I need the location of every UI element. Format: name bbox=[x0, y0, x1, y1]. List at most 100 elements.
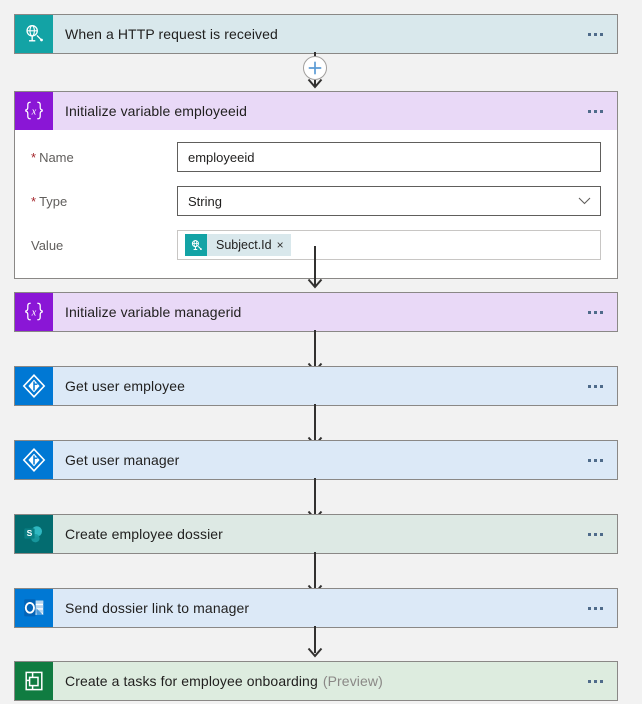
card-title: Create employee dossier bbox=[53, 515, 573, 553]
field-label-value: Value bbox=[31, 238, 177, 253]
card-header[interactable]: When a HTTP request is received bbox=[15, 15, 617, 53]
card-overflow-menu-button[interactable] bbox=[573, 662, 617, 700]
card-header[interactable]: x Initialize variable employeeid bbox=[15, 92, 617, 130]
name-input-value: employeeid bbox=[188, 149, 255, 165]
connector-arrow bbox=[305, 645, 325, 658]
workflow-node-send-dossier-link-to-manager[interactable]: Send dossier link to manager bbox=[14, 588, 618, 628]
menu-dot bbox=[599, 310, 603, 314]
workflow-node-initialize-variable-managerid[interactable]: x Initialize variable managerid bbox=[14, 292, 618, 332]
type-select[interactable]: String bbox=[177, 186, 601, 216]
connector-line bbox=[314, 404, 316, 444]
token-remove-icon[interactable]: × bbox=[276, 238, 284, 252]
card-title: Initialize variable managerid bbox=[53, 293, 573, 331]
menu-dot bbox=[587, 606, 591, 610]
http-request-icon bbox=[15, 15, 53, 53]
card-header[interactable]: S Create employee dossier bbox=[15, 515, 617, 553]
svg-text:x: x bbox=[31, 308, 37, 319]
azure-ad-icon bbox=[15, 367, 53, 405]
connector-arrow bbox=[305, 276, 325, 289]
menu-dot bbox=[599, 458, 603, 462]
menu-dot bbox=[593, 32, 597, 36]
menu-dot bbox=[593, 310, 597, 314]
card-title-text: Create a tasks for employee onboarding bbox=[65, 673, 318, 689]
menu-dot bbox=[599, 679, 603, 683]
connector-line bbox=[314, 80, 316, 86]
menu-dot bbox=[587, 458, 591, 462]
card-overflow-menu-button[interactable] bbox=[573, 15, 617, 53]
field-label-text: Type bbox=[39, 193, 68, 209]
menu-dot bbox=[593, 458, 597, 462]
token-label: Subject.Id bbox=[216, 238, 272, 252]
menu-dot bbox=[593, 384, 597, 388]
menu-dot bbox=[593, 532, 597, 536]
menu-dot bbox=[587, 310, 591, 314]
menu-dot bbox=[587, 32, 591, 36]
card-title-text: Get user manager bbox=[65, 452, 180, 468]
card-body: *Name employeeid *Type String bbox=[15, 130, 617, 278]
card-title-text: Initialize variable managerid bbox=[65, 304, 242, 320]
planner-icon bbox=[15, 662, 53, 700]
menu-dot bbox=[593, 679, 597, 683]
variable-icon: x bbox=[15, 293, 53, 331]
card-header[interactable]: Get user employee bbox=[15, 367, 617, 405]
azure-ad-icon bbox=[15, 441, 53, 479]
workflow-node-create-tasks-for-employee-onboarding[interactable]: Create a tasks for employee onboarding(P… bbox=[14, 661, 618, 701]
menu-dot bbox=[599, 32, 603, 36]
workflow-node-get-user-manager[interactable]: Get user manager bbox=[14, 440, 618, 480]
menu-dot bbox=[599, 532, 603, 536]
card-title: Send dossier link to manager bbox=[53, 589, 573, 627]
chevron-down-icon bbox=[578, 197, 591, 205]
card-title: Create a tasks for employee onboarding(P… bbox=[53, 662, 573, 700]
workflow-node-initialize-variable-employeeid[interactable]: x Initialize variable employeeid *Name e… bbox=[14, 91, 618, 279]
card-header[interactable]: Create a tasks for employee onboarding(P… bbox=[15, 662, 617, 700]
card-title: Get user employee bbox=[53, 367, 573, 405]
type-select-value: String bbox=[188, 193, 222, 209]
http-request-icon bbox=[185, 234, 207, 256]
workflow-node-trigger-http-request[interactable]: When a HTTP request is received bbox=[14, 14, 618, 54]
field-label-text: Value bbox=[31, 237, 64, 253]
card-overflow-menu-button[interactable] bbox=[573, 367, 617, 405]
field-label-text: Name bbox=[39, 149, 74, 165]
menu-dot bbox=[593, 109, 597, 113]
svg-text:x: x bbox=[31, 107, 37, 118]
card-header[interactable]: Send dossier link to manager bbox=[15, 589, 617, 627]
outlook-icon bbox=[15, 589, 53, 627]
card-overflow-menu-button[interactable] bbox=[573, 515, 617, 553]
menu-dot bbox=[599, 606, 603, 610]
variable-icon: x bbox=[15, 92, 53, 130]
required-asterisk: * bbox=[31, 193, 37, 209]
menu-dot bbox=[599, 384, 603, 388]
connector-line bbox=[314, 626, 316, 653]
connector-line bbox=[314, 478, 316, 518]
card-title-text: Send dossier link to manager bbox=[65, 600, 250, 616]
add-step-button[interactable] bbox=[303, 56, 327, 80]
menu-dot bbox=[587, 384, 591, 388]
workflow-node-create-employee-dossier[interactable]: S Create employee dossier bbox=[14, 514, 618, 554]
card-header[interactable]: Get user manager bbox=[15, 441, 617, 479]
connector-line bbox=[314, 246, 316, 286]
field-row-name: *Name employeeid bbox=[31, 142, 601, 172]
card-title-text: Create employee dossier bbox=[65, 526, 223, 542]
card-overflow-menu-button[interactable] bbox=[573, 441, 617, 479]
value-input[interactable]: Subject.Id × bbox=[177, 230, 601, 260]
connector-line bbox=[314, 330, 316, 370]
workflow-node-get-user-employee[interactable]: Get user employee bbox=[14, 366, 618, 406]
card-overflow-menu-button[interactable] bbox=[573, 293, 617, 331]
card-header[interactable]: x Initialize variable managerid bbox=[15, 293, 617, 331]
required-asterisk: * bbox=[31, 149, 37, 165]
svg-text:S: S bbox=[27, 528, 33, 538]
name-input[interactable]: employeeid bbox=[177, 142, 601, 172]
card-overflow-menu-button[interactable] bbox=[573, 589, 617, 627]
card-title-text: Initialize variable employeeid bbox=[65, 103, 247, 119]
dynamic-content-token[interactable]: Subject.Id × bbox=[185, 234, 291, 256]
connector-line bbox=[314, 552, 316, 592]
field-label-name: *Name bbox=[31, 150, 177, 165]
field-row-value: Value bbox=[31, 230, 601, 260]
card-title: Initialize variable employeeid bbox=[53, 92, 573, 130]
sharepoint-icon: S bbox=[15, 515, 53, 553]
card-title-text: When a HTTP request is received bbox=[65, 26, 278, 42]
menu-dot bbox=[599, 109, 603, 113]
card-overflow-menu-button[interactable] bbox=[573, 92, 617, 130]
connector-arrow bbox=[305, 76, 325, 89]
